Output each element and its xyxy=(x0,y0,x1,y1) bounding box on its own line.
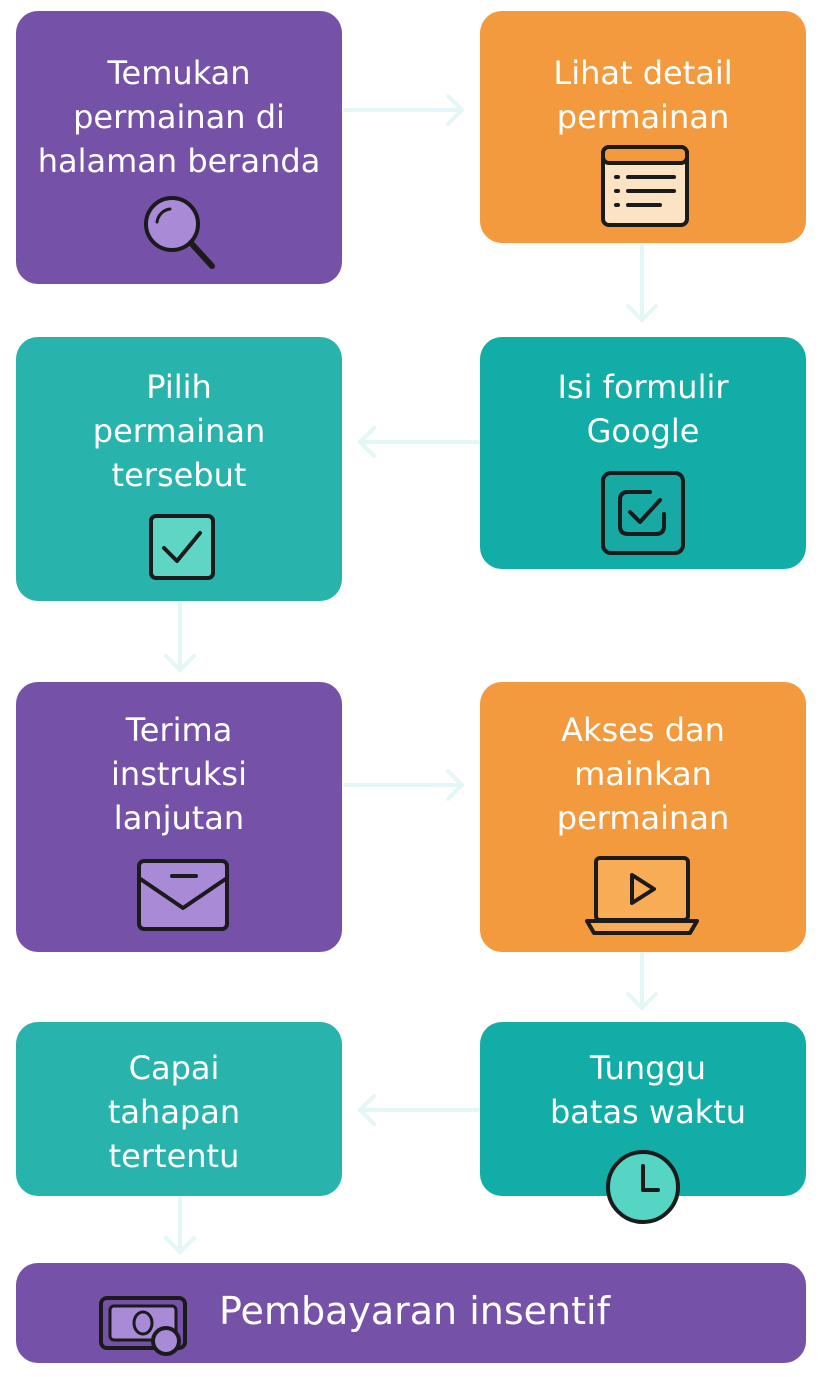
laptop-play-icon xyxy=(585,856,699,935)
step-view-details: Lihat detail permainan xyxy=(480,11,806,243)
step-reach-milestone: Capai tahapan tertentu xyxy=(16,1022,342,1196)
step-label: Capai tahapan tertentu xyxy=(107,1049,241,1175)
step-find-game: Temukan permainan di halaman beranda xyxy=(16,11,342,284)
arrow-wait-to-milestone xyxy=(358,1094,480,1126)
step-label: Lihat detail permainan xyxy=(553,54,733,136)
final-step-payment: Pembayaran insentif xyxy=(16,1263,806,1363)
step-play-game: Akses dan mainkan permainan xyxy=(480,682,806,952)
step-receive-instructions: Terima instruksi lanjutan xyxy=(16,682,342,952)
step-fill-form: Isi formulir Google xyxy=(480,337,806,569)
arrow-play-to-wait xyxy=(626,952,658,1010)
money-icon xyxy=(99,1296,187,1356)
step-label: Akses dan mainkan permainan xyxy=(556,711,730,837)
step-label: Pilih permainan tersebut xyxy=(92,368,266,494)
final-label: Pembayaran insentif xyxy=(219,1289,610,1333)
document-list-icon xyxy=(601,145,689,227)
arrow-form-to-choose xyxy=(358,426,480,458)
arrow-choose-to-instructions xyxy=(164,601,196,672)
step-label: Temukan permainan di halaman beranda xyxy=(37,54,321,180)
arrow-milestone-to-payment xyxy=(164,1195,196,1254)
arrow-instructions-to-play xyxy=(343,769,464,801)
step-label: Isi formulir Google xyxy=(557,368,729,450)
step-choose-game: Pilih permainan tersebut xyxy=(16,337,342,601)
checkbox-icon xyxy=(149,514,215,580)
form-check-icon xyxy=(601,471,685,555)
clock-icon xyxy=(606,1150,680,1224)
step-wait-deadline: Tunggu batas waktu xyxy=(480,1022,806,1196)
envelope-icon xyxy=(137,859,229,931)
step-label: Tunggu batas waktu xyxy=(549,1049,747,1131)
step-label: Terima instruksi lanjutan xyxy=(111,711,247,837)
arrow-details-to-form xyxy=(626,242,658,322)
arrow-find-to-details xyxy=(343,94,464,126)
magnifier-icon xyxy=(144,196,215,269)
